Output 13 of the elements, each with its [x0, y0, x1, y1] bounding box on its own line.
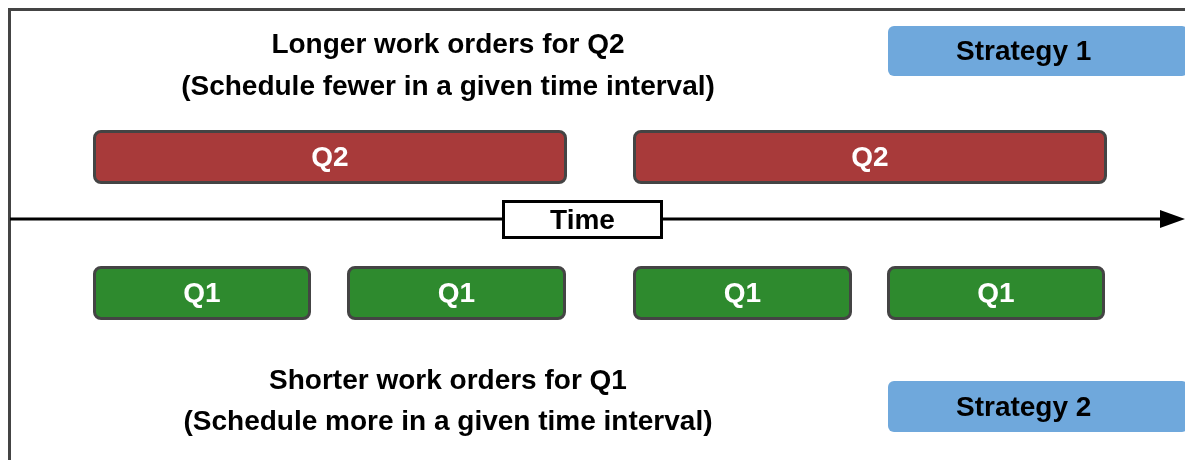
work-order-bar: Q1 — [887, 266, 1105, 320]
work-order-bar: Q2 — [93, 130, 567, 184]
work-order-bar: Q1 — [93, 266, 311, 320]
subheading: (Schedule fewer in a given time interval) — [181, 70, 715, 102]
work-order-bar: Q1 — [633, 266, 852, 320]
axis-label-box: Time — [502, 200, 663, 239]
heading: Shorter work orders for Q1 — [269, 364, 627, 396]
subheading: (Schedule more in a given time interval) — [183, 405, 713, 437]
strategy-tag: Strategy 2 — [888, 381, 1185, 432]
work-order-bar: Q2 — [633, 130, 1107, 184]
work-order-bar: Q1 — [347, 266, 566, 320]
heading: Longer work orders for Q2 — [271, 28, 625, 60]
strategy-tag: Strategy 1 — [888, 26, 1185, 76]
